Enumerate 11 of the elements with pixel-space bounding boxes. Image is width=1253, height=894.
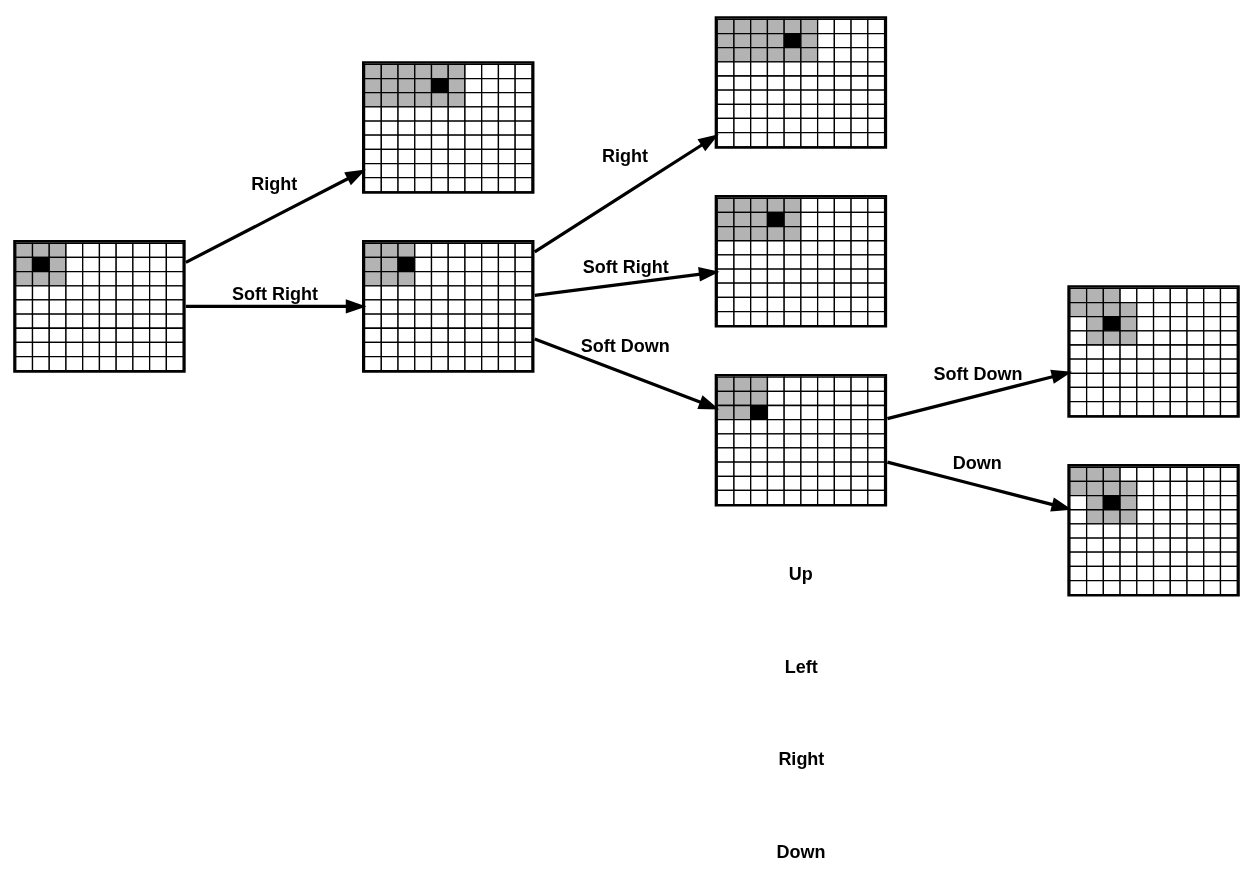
edge-label: Soft Down xyxy=(933,364,1023,385)
edge-label: Soft Right xyxy=(582,257,669,278)
edge-label: Soft Right xyxy=(232,284,318,305)
label: Right xyxy=(778,749,825,770)
label: Down xyxy=(776,842,826,863)
edge-label: Right xyxy=(602,146,649,167)
edge-label: Down xyxy=(952,452,1002,473)
label: Up xyxy=(788,564,813,585)
label: Left xyxy=(784,656,818,677)
edge-label: Right xyxy=(251,173,298,194)
edge-label: Soft Down xyxy=(580,335,670,356)
